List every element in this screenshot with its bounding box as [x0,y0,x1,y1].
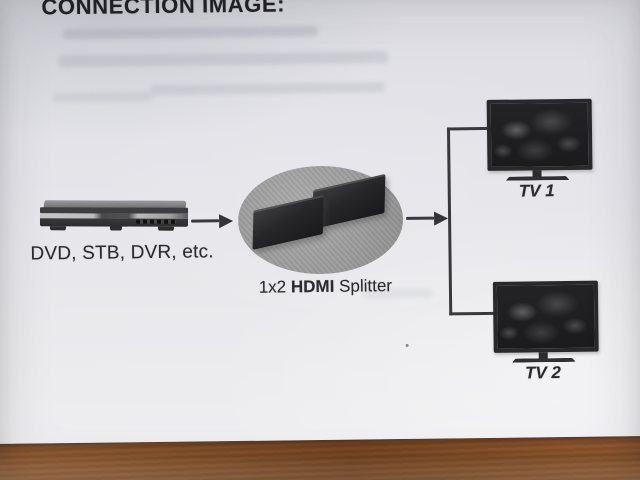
tv2-label: TV 2 [524,363,562,383]
dvd-foot [109,226,122,231]
paper-speck [405,343,409,347]
dvd-foot [157,226,174,231]
paper-sheet: CONNECTION IMAGE: DVD, STB, DVR, etc. 1x… [0,0,640,445]
tv2-stand-base [512,358,576,363]
page-title: CONNECTION IMAGE: [41,0,286,20]
splitter-label: 1x2 HDMI Splitter [243,276,408,298]
splitter-label-hdmi: HDMI [290,276,335,297]
arrow-right-icon [406,216,435,220]
tv1-stand-base [506,176,570,181]
arrow-right-icon [219,214,234,229]
splitter-label-suffix: Splitter [334,276,393,296]
bleed-through-smudge [52,92,153,103]
dvd-foot [49,226,66,231]
bleed-through-smudge [62,26,318,40]
bleed-through-smudge [58,51,389,68]
arrow-right-icon [191,219,220,223]
tv1-image [486,98,593,171]
connector-line-vertical [446,127,453,316]
tv1-label: TV 1 [518,181,555,201]
dvd-player-image [39,200,189,231]
splitter-label-prefix: 1x2 [258,277,292,297]
source-device-label: DVD, STB, DVR, etc. [30,241,214,265]
connector-line-to-tv2 [449,311,498,316]
dvd-buttons [135,219,177,224]
connector-line-to-tv1 [446,126,491,131]
arrow-right-icon [433,211,449,226]
tv2-image [492,280,599,353]
bleed-through-smudge [150,82,386,96]
